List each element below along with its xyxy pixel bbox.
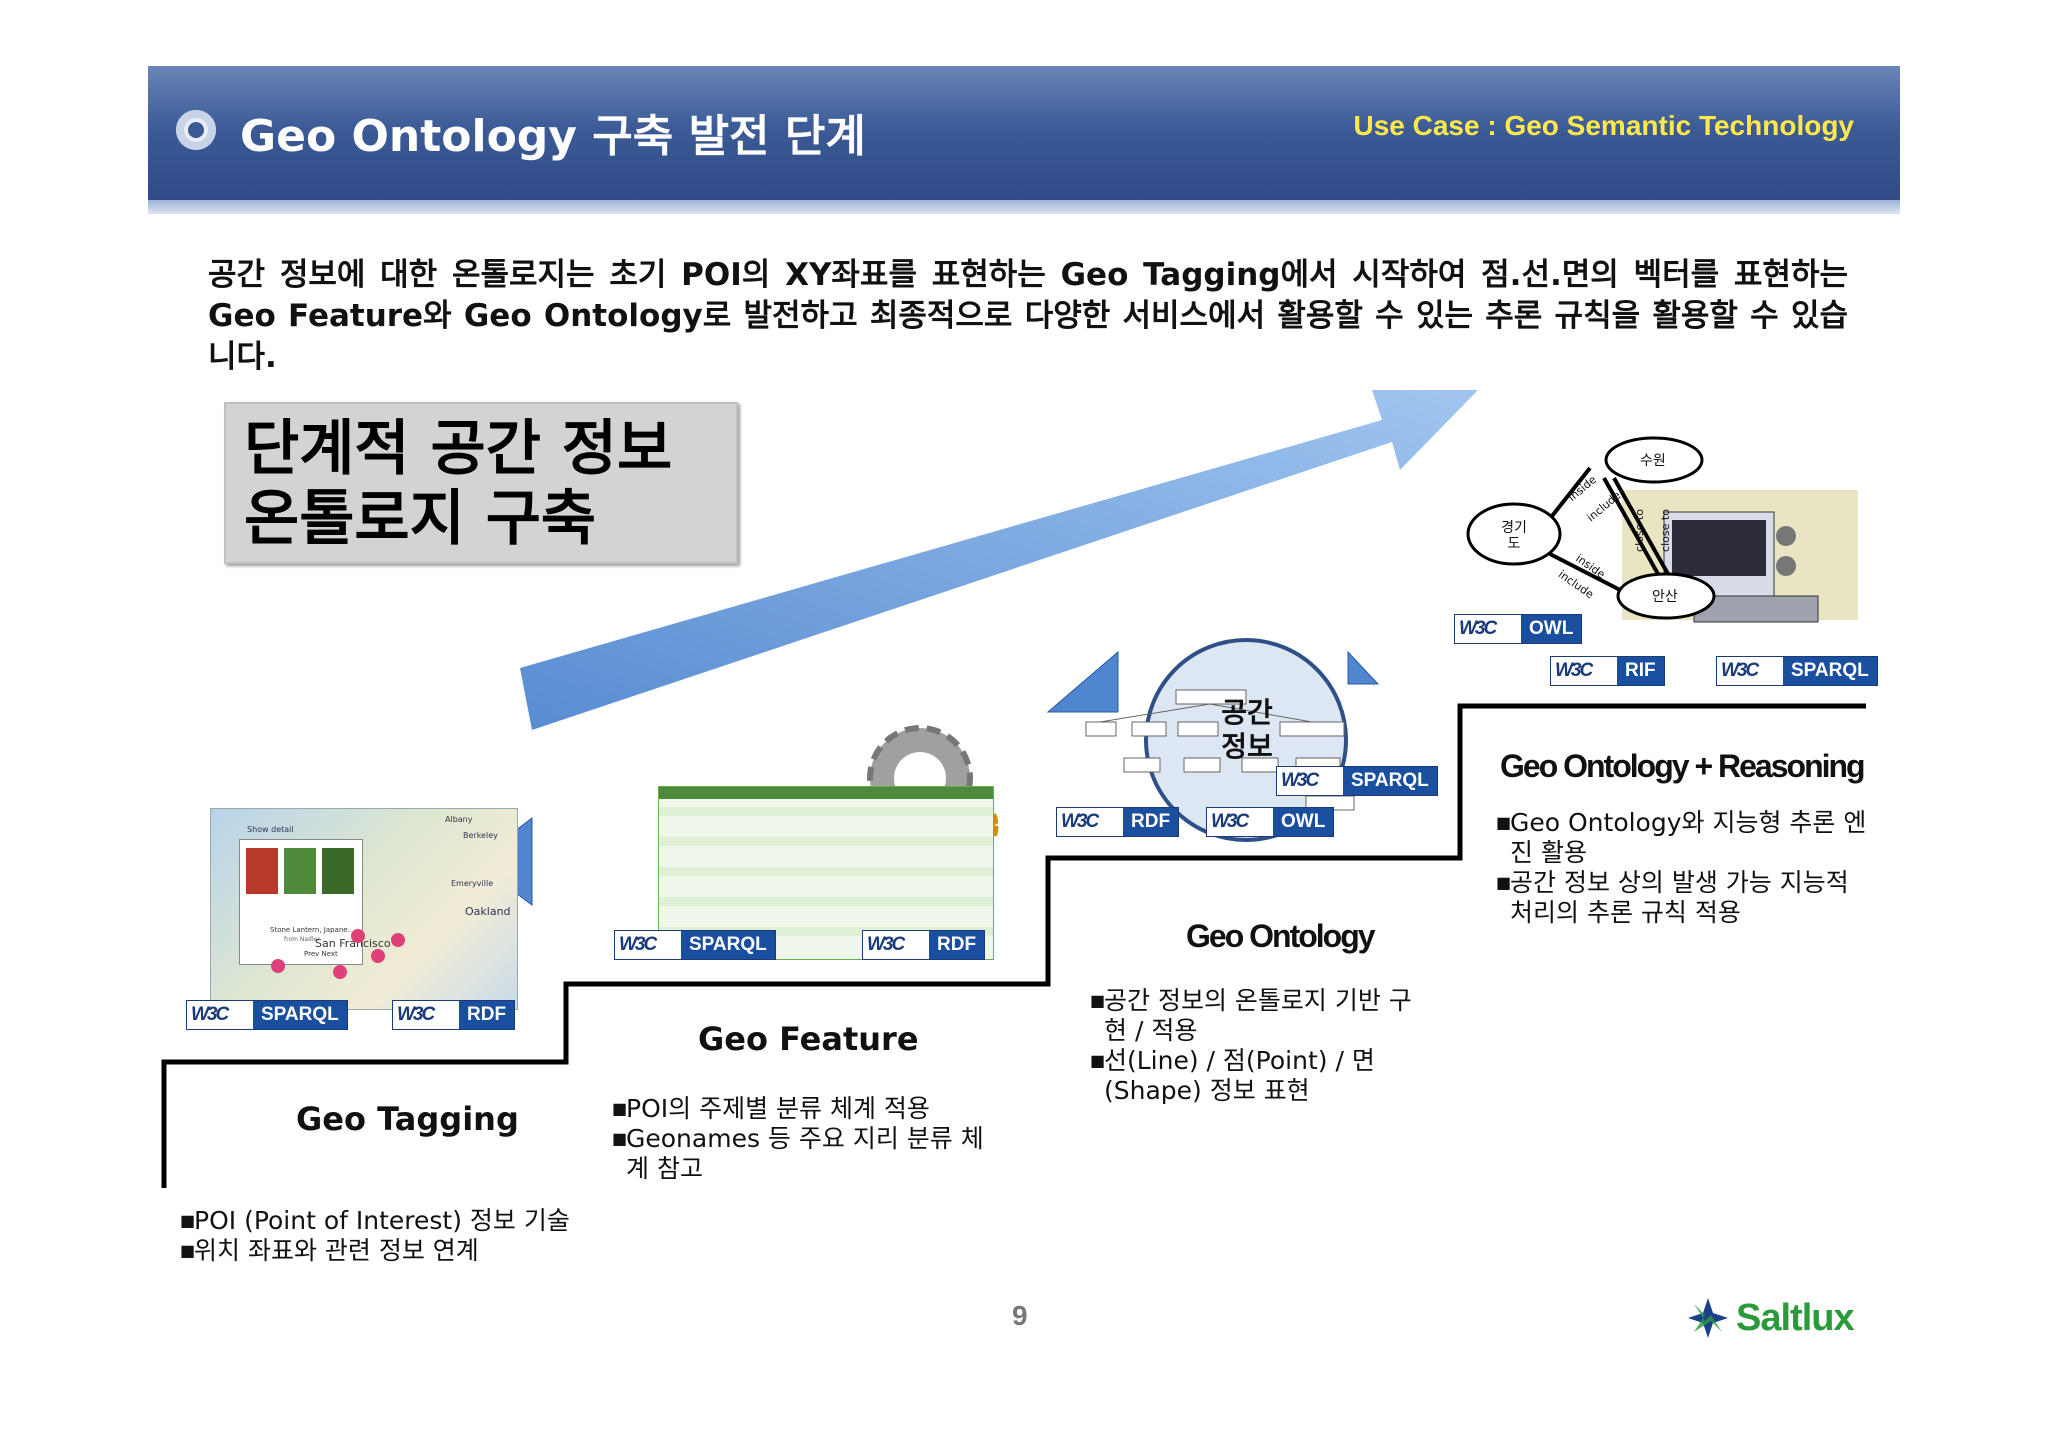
reasoning-graph [1466,436,1858,623]
graph-node-suwon: 수원 [1640,453,1666,469]
map-screenshot: Show detail Albany Berkeley Emeryville O… [210,808,518,1010]
bullet-circle-icon [176,110,216,150]
graph-edge-label: close to [1658,509,1672,552]
step-title-geo-tagging: Geo Tagging [296,1100,519,1138]
saltlux-star-icon [1688,1298,1728,1338]
graph-edge-label: close to [1632,509,1646,552]
space-info-overlay: 공간 정보 [1221,696,1273,763]
graph-node-ansan: 안산 [1652,589,1678,605]
page-number: 9 [1012,1300,1028,1331]
stage-title-box: 단계적 공간 정보 온톨로지 구축 [224,402,738,564]
step-bullets-geo-ontology-reasoning: ■Geo Ontology와 지능형 추론 엔진 활용 ■공간 정보 상의 발생… [1496,808,1867,927]
slide-title: Geo Ontology 구축 발전 단계 [240,111,866,162]
stage-title-text: 단계적 공간 정보 온톨로지 구축 [244,414,673,554]
step-bullets-geo-feature: ■POI의 주제별 분류 체계 적용 ■Geonames 등 주요 지리 분류 … [612,1094,984,1183]
flag-icon [1347,650,1380,685]
step-bullets-geo-ontology: ■공간 정보의 온톨로지 기반 구현 / 적용 ■선(Line) / 점(Poi… [1090,986,1412,1105]
progress-arrow [520,390,1478,730]
step-title-geo-feature: Geo Feature [698,1020,919,1058]
step-title-geo-ontology: Geo Ontology [1186,918,1376,954]
step-title-geo-ontology-reasoning: Geo Ontology + Reasoning [1500,748,1866,784]
header-bar [148,66,1900,206]
use-case-label: Use Case : Geo Semantic Technology [1353,110,1854,141]
header-stripe [148,200,1900,214]
saltlux-logo: Saltlux [1686,1296,1855,1340]
graph-node-gyeonggi: 경기 도 [1501,520,1527,552]
staircase-line [161,703,1866,1188]
flag-icon [1046,650,1119,713]
step-bullets-geo-tagging: ■POI (Point of Interest) 정보 기술 ■위치 좌표와 관… [180,1206,570,1265]
intro-paragraph: 공간 정보에 대한 온톨로지는 초기 POI의 XY좌표를 표현하는 Geo T… [208,257,1848,375]
